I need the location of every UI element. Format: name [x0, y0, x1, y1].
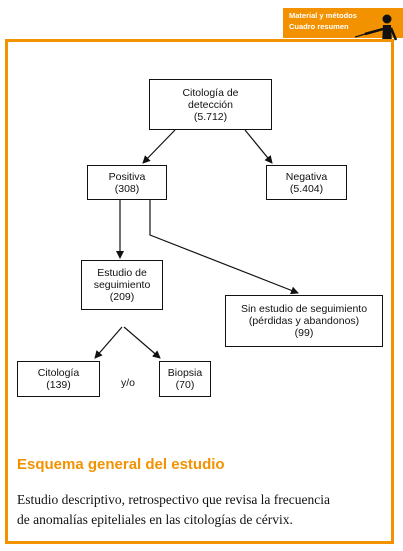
node-no-followup: Sin estudio de seguimiento (pérdidas y a… — [225, 295, 383, 347]
section-tab-title: Material y métodos — [289, 11, 357, 20]
section-tab-subtitle: Cuadro resumen — [289, 22, 349, 31]
section-title: Esquema general del estudio — [17, 456, 225, 473]
study-description: Estudio descriptivo, retrospectivo que r… — [17, 492, 331, 527]
node-positive: Positiva (308) — [87, 165, 167, 200]
arrow-followup-to-biopsy — [123, 326, 161, 359]
arrow-root-to-positive — [142, 129, 176, 164]
node-followup-study: Estudio de seguimiento (209) — [81, 260, 163, 310]
node-negative: Negativa (5.404) — [266, 165, 347, 200]
arrow-followup-to-cytology — [94, 326, 123, 359]
arrow-root-to-negative — [244, 129, 273, 164]
node-biopsy: Biopsia (70) — [159, 361, 211, 397]
connector-and-or: y/o — [121, 377, 136, 389]
node-screening-cytology: Citología de detección (5.712) — [149, 79, 272, 130]
node-cytology: Citología (139) — [17, 361, 100, 397]
arrow-positive-to-no-followup — [149, 200, 299, 295]
